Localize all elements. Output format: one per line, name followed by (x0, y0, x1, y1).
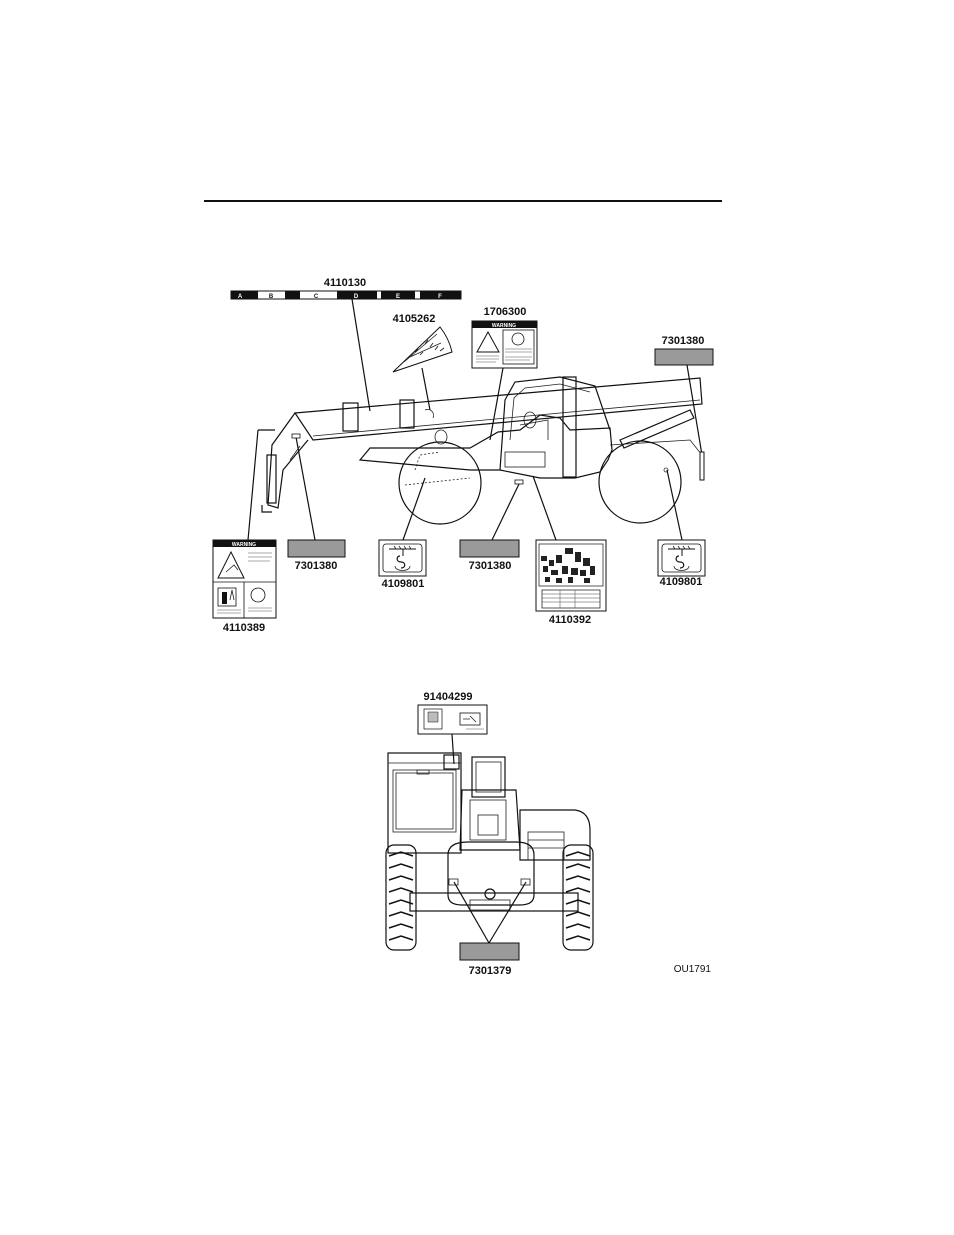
callout-4110389: 4110389 (223, 622, 265, 634)
callout-4105262: 4105262 (393, 313, 436, 325)
warning-word-cab: WARNING (492, 323, 516, 329)
header-rule (204, 200, 722, 202)
telehandler-side-outline (261, 376, 705, 525)
scale-letter-b: B (269, 294, 274, 300)
cab-warning-decal: WARNING (471, 320, 538, 369)
rear-view: 91404299 (385, 691, 594, 977)
boom-scale-decal: A B C D E F (230, 290, 462, 300)
callout-1706300: 1706300 (484, 306, 527, 318)
angle-indicator-decal (392, 326, 453, 373)
scale-letter-c: C (314, 294, 319, 300)
scale-letter-a: A (238, 294, 243, 300)
side-view: 4110130 A B C D E F 4105262 (212, 277, 714, 634)
front-tie-down-decal (378, 539, 427, 577)
frame-reflector-decal (459, 539, 520, 558)
callout-7301379: 7301379 (469, 965, 512, 977)
load-chart-decal (535, 539, 607, 612)
callout-4109801-rear: 4109801 (660, 576, 703, 588)
rear-reflector-decal (654, 348, 714, 366)
engine-decal (417, 704, 488, 735)
callout-91404299: 91404299 (424, 691, 473, 703)
callout-7301380-rear: 7301380 (662, 335, 705, 347)
rear-reflectors-decal (459, 942, 520, 961)
callout-4110130: 4110130 (324, 277, 366, 289)
carriage-warning-decal: WARNING (212, 539, 277, 619)
front-reflector-decal (287, 539, 346, 558)
rear-tie-down-decal (657, 539, 706, 577)
telehandler-rear-outline (385, 752, 594, 951)
callout-7301380-frame: 7301380 (469, 560, 512, 572)
callout-4110392: 4110392 (549, 614, 591, 626)
warning-word-carriage: WARNING (232, 542, 256, 548)
callout-4109801-front: 4109801 (382, 578, 425, 590)
scale-letter-f: F (438, 294, 442, 300)
scale-letter-e: E (396, 294, 400, 300)
scale-letter-d: D (354, 294, 359, 300)
figure-reference: OU1791 (674, 964, 712, 975)
callout-7301380-front: 7301380 (295, 560, 338, 572)
